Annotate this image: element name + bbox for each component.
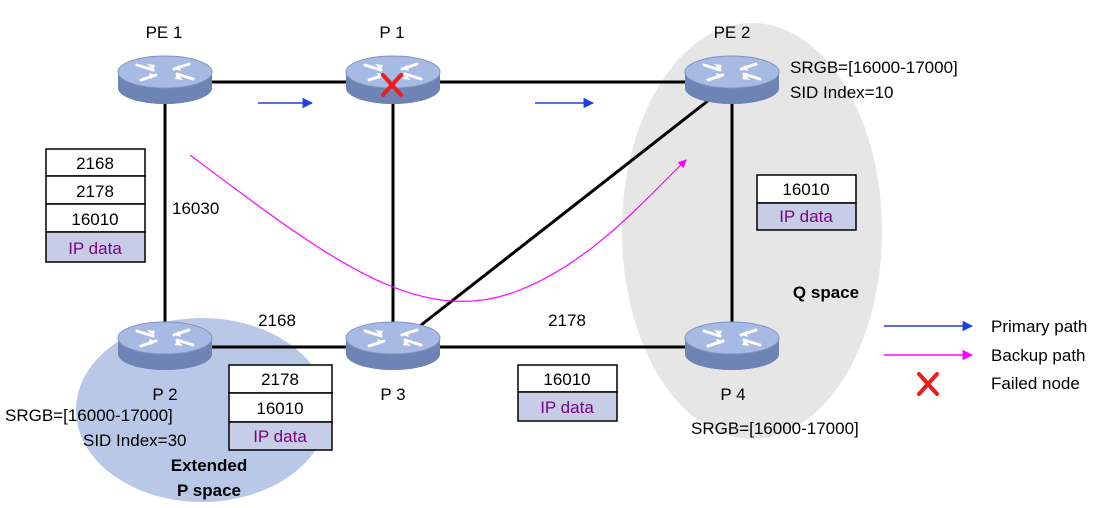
legend: Primary path Backup path Failed node <box>884 317 1087 396</box>
stack-ip-data: IP data <box>779 207 833 226</box>
legend-failed-icon <box>917 372 939 396</box>
stack-label: 2168 <box>76 154 114 173</box>
node-label-pe2: PE 2 <box>714 23 751 42</box>
p2-sid-index: SID Index=30 <box>83 431 187 450</box>
extended-p-space-label-1: Extended <box>171 456 248 475</box>
node-label-p2: P 2 <box>152 385 177 404</box>
extended-p-space-label-2: P space <box>177 481 241 500</box>
p4-srgb: SRGB=[16000-17000] <box>691 419 859 438</box>
router-p3 <box>344 320 442 372</box>
stack-label: 16010 <box>543 370 590 389</box>
label-stack-p3-p4: 16010 IP data <box>517 364 618 422</box>
label-stack-p2-p3: 2178 16010 IP data <box>228 364 333 451</box>
router-p4 <box>683 320 781 372</box>
router-p1 <box>344 54 442 106</box>
label-stack-pe1-p2: 2168 2178 16010 IP data <box>45 148 146 263</box>
router-pe1 <box>116 54 214 106</box>
stack-label: 16010 <box>782 180 829 199</box>
link-label-p3-p4: 2178 <box>548 311 586 330</box>
router-p2 <box>116 320 214 372</box>
stack-label: 2178 <box>261 370 299 389</box>
links <box>163 80 734 349</box>
stack-ip-data: IP data <box>68 239 122 258</box>
node-label-p3: P 3 <box>380 385 405 404</box>
failed-node-icon <box>381 73 403 97</box>
legend-failed-label: Failed node <box>991 374 1080 393</box>
legend-primary-label: Primary path <box>991 317 1087 336</box>
node-label-pe1: PE 1 <box>146 23 183 42</box>
legend-backup-label: Backup path <box>991 346 1086 365</box>
stack-label: 16010 <box>71 210 118 229</box>
p2-srgb: SRGB=[16000-17000] <box>5 406 173 425</box>
link-label-pe1-p2: 16030 <box>172 199 219 218</box>
backup-path-curve <box>189 154 687 302</box>
router-pe2 <box>683 54 781 106</box>
link-label-p2-p3: 2168 <box>258 311 296 330</box>
stack-label: 16010 <box>256 399 303 418</box>
stack-label: 2178 <box>76 182 114 201</box>
pe2-sid-index: SID Index=10 <box>790 83 894 102</box>
node-label-p1: P 1 <box>379 23 404 42</box>
stack-ip-data: IP data <box>540 398 594 417</box>
link-p3-pe2 <box>392 80 733 349</box>
q-space-label: Q space <box>793 283 859 302</box>
node-label-p4: P 4 <box>720 385 745 404</box>
label-stack-pe2-p4: 16010 IP data <box>756 174 857 231</box>
pe2-srgb: SRGB=[16000-17000] <box>790 58 958 77</box>
stack-ip-data: IP data <box>253 427 307 446</box>
